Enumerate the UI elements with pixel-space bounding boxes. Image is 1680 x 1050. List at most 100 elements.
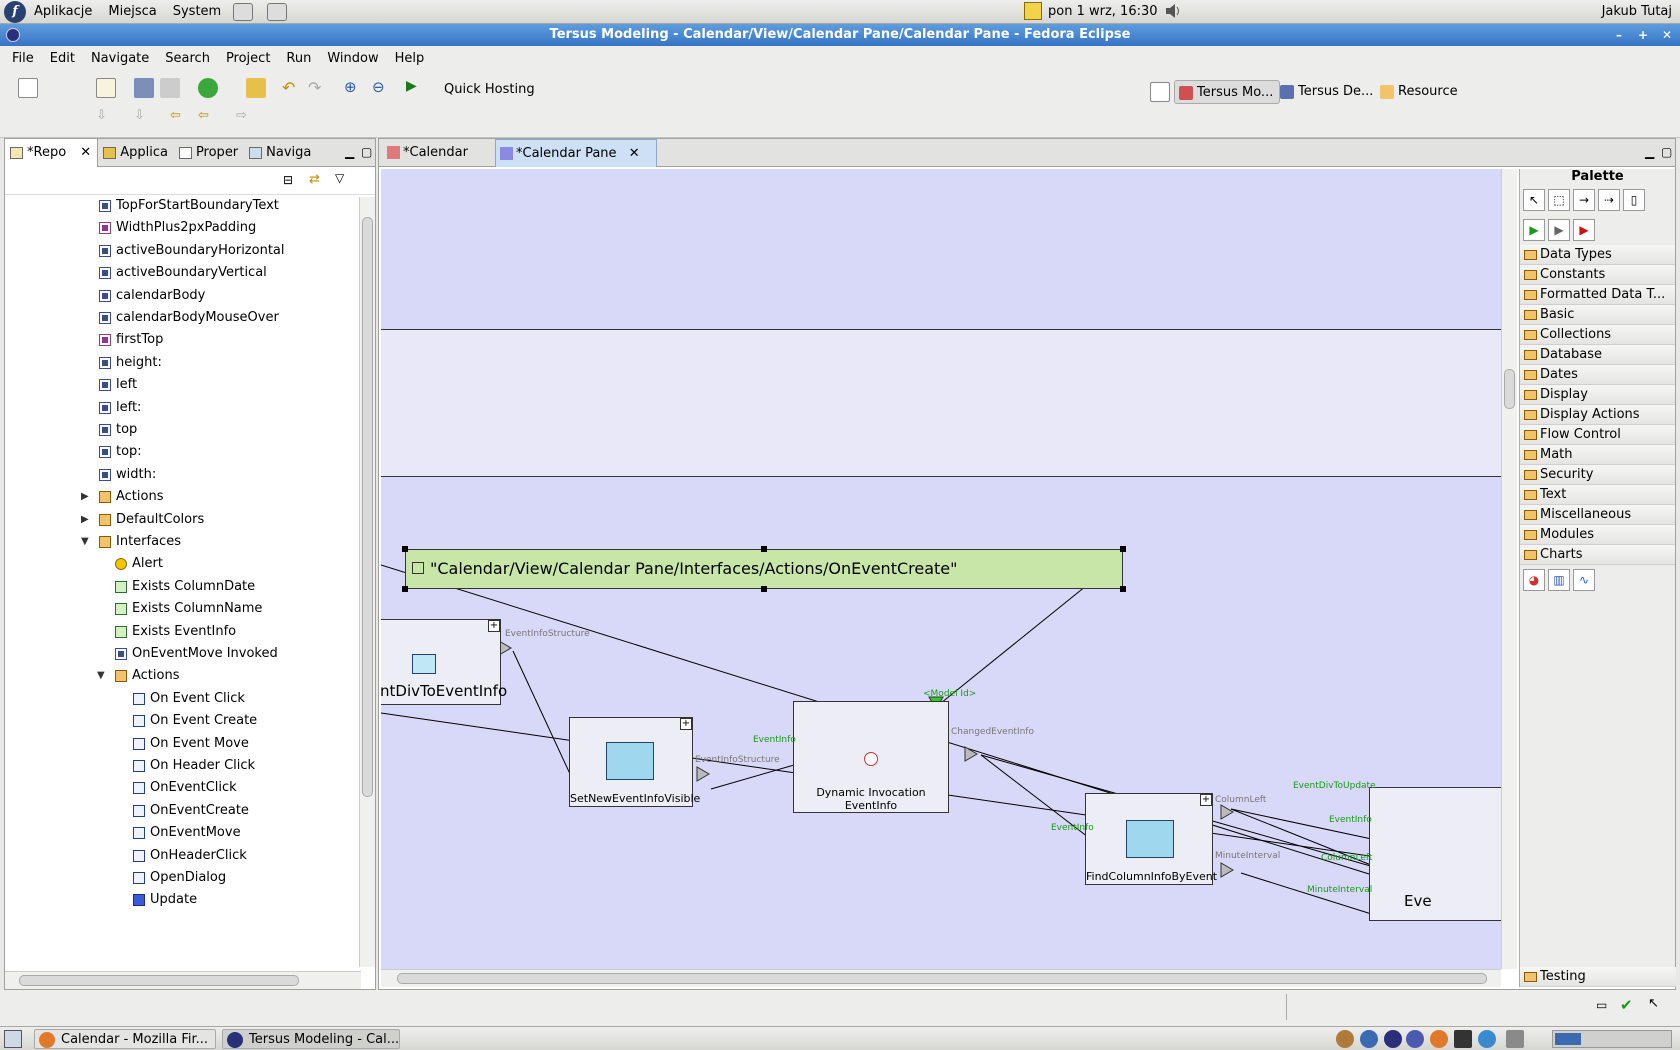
palette-drawer[interactable]: Display [1520,385,1675,405]
menu-help[interactable]: Help [394,50,425,66]
tab-calendar[interactable]: *Calendar [383,139,493,167]
menu-edit[interactable]: Edit [49,50,75,66]
palette-drawer[interactable]: Text [1520,485,1675,505]
tray-update-icon[interactable] [1478,1030,1496,1048]
start-trigger-icon[interactable]: ▶ [1523,219,1545,241]
tree-item[interactable]: On Event Create [5,710,345,732]
panel-menu-places[interactable]: Miejsca [108,4,157,19]
show-desktop-icon[interactable] [4,1030,22,1048]
save-icon[interactable] [134,78,154,98]
network-launcher-icon[interactable] [233,2,254,21]
forward-nav-icon[interactable]: ⇩ [134,108,145,123]
progress-icon[interactable]: ↖ [1648,996,1659,1011]
open-perspective-icon[interactable] [1150,82,1170,102]
new-dropdown-icon[interactable] [96,78,116,98]
print-icon[interactable] [160,78,180,98]
tree-item[interactable]: ▶Actions [5,486,345,508]
run-icon[interactable] [198,78,218,98]
process-node-event-right[interactable]: Eve [1369,787,1501,921]
tree-item[interactable]: activeBoundaryHorizontal [5,240,345,262]
window-titlebar[interactable]: Tersus Modeling - Calendar/View/Calendar… [0,24,1680,46]
flow-tool-icon[interactable]: → [1573,189,1595,211]
selection-handle[interactable] [402,586,408,592]
diagram-canvas[interactable]: "Calendar/View/Calendar Pane/Interfaces/… [381,169,1501,969]
process-node-event-div-to-event-info[interactable]: + ntDivToEventInfo [381,619,507,705]
menu-file[interactable]: File [12,50,34,66]
panel-menu-applications[interactable]: Aplikacje [34,4,93,19]
close-tab-icon[interactable]: ✕ [80,144,92,160]
selection-handle[interactable] [761,546,767,552]
palette-drawer[interactable]: Database [1520,345,1675,365]
tree-item[interactable]: OnHeaderClick [5,845,345,867]
tree-item[interactable]: Exists ColumnDate [5,576,345,598]
palette-drawer[interactable]: Flow Control [1520,425,1675,445]
marquee-tool-icon[interactable]: ⬚ [1548,189,1570,211]
palette-drawer[interactable]: Charts [1520,545,1675,565]
tree-item[interactable]: height: [5,352,345,374]
selection-handle[interactable] [402,546,408,552]
tree-item[interactable]: top: [5,441,345,463]
workspace-1[interactable] [1555,1033,1581,1045]
expand-node-icon[interactable]: + [680,718,692,730]
maximize-editor-icon[interactable]: ▢ [1661,145,1673,159]
collapse-arrow-icon[interactable]: ▼ [97,670,105,682]
tree-item[interactable]: TopForStartBoundaryText [5,197,345,217]
palette-drawer-testing[interactable]: Testing [1520,967,1676,987]
note-tool-icon[interactable]: ▯ [1623,189,1645,211]
tab-properties[interactable]: Proper [174,139,244,167]
tree-item[interactable]: On Event Move [5,733,345,755]
tree-item[interactable]: ▼Interfaces [5,531,345,553]
tree-vertical-scrollbar[interactable] [359,197,375,967]
back-icon[interactable]: ⇦ [198,108,209,123]
palette-drawer[interactable]: Dates [1520,365,1675,385]
tab-calendar-pane[interactable]: *Calendar Pane ✕ [495,139,657,167]
palette-drawer[interactable]: Miscellaneous [1520,505,1675,525]
process-node-set-new-event-info-visible[interactable]: + SetNewEventInfoVisible [569,717,700,807]
notes-icon[interactable] [1024,2,1042,20]
forward-icon[interactable]: ⇨ [236,108,247,123]
deploy-icon[interactable]: ▶ [406,78,417,94]
tray-network-icon[interactable] [1360,1030,1378,1048]
tree-item[interactable]: OnEventClick [5,777,345,799]
tree-item[interactable]: OnEventMove Invoked [5,643,345,665]
tree-item[interactable]: width: [5,464,345,486]
tray-globe-icon[interactable] [1406,1030,1424,1048]
tree-item[interactable]: ▼Actions [5,665,345,687]
minimize-view-icon[interactable]: ▁ [345,145,355,159]
tray-acorn-icon[interactable] [1336,1030,1354,1048]
dashed-flow-tool-icon[interactable]: ⇢ [1598,189,1620,211]
palette-drawer[interactable]: Display Actions [1520,405,1675,425]
palette-drawer[interactable]: Security [1520,465,1675,485]
palette-title[interactable]: Palette [1571,169,1624,184]
tree-item[interactable]: left [5,374,345,396]
tree-item[interactable]: OpenDialog [5,867,345,889]
palette-drawer[interactable]: Basic [1520,305,1675,325]
workspace-switcher[interactable] [1552,1030,1672,1048]
tree-item[interactable]: WidthPlus2pxPadding [5,217,345,239]
back-nav-icon[interactable]: ⇩ [96,108,107,123]
restore-icon[interactable]: ▭ [1596,998,1608,1012]
menu-run[interactable]: Run [286,50,312,66]
link-with-editor-icon[interactable]: ⇄ [309,172,320,187]
palette-drawer[interactable]: Math [1520,445,1675,465]
menu-navigate[interactable]: Navigate [90,50,150,66]
line-chart-icon[interactable]: ∿ [1573,569,1595,591]
menu-project[interactable]: Project [225,50,271,66]
palette-drawer[interactable]: Modules [1520,525,1675,545]
quick-hosting-button[interactable]: Quick Hosting [444,82,535,97]
palette-drawer[interactable]: Data Types [1520,245,1675,265]
expand-arrow-icon[interactable]: ▶ [81,491,89,503]
tree-item[interactable]: OnEventMove [5,822,345,844]
tree-item[interactable]: activeBoundaryVertical [5,262,345,284]
palette-drawer[interactable]: Collections [1520,325,1675,345]
perspective-resource[interactable]: Resource [1376,80,1464,104]
trigger-icon[interactable]: ▶ [1548,219,1570,241]
perspective-tersus-modeling[interactable]: Tersus Mo... [1174,80,1281,104]
fedora-logo-icon[interactable]: f [4,0,26,23]
minimize-editor-icon[interactable]: ▁ [1645,145,1655,159]
pie-chart-icon[interactable]: ◕ [1523,569,1545,591]
undo-icon[interactable]: ↶ [282,78,296,97]
volume-icon[interactable] [1164,3,1182,19]
exit-trigger-icon[interactable]: ▶ [1573,219,1595,241]
tree-item[interactable]: Update [5,889,345,911]
